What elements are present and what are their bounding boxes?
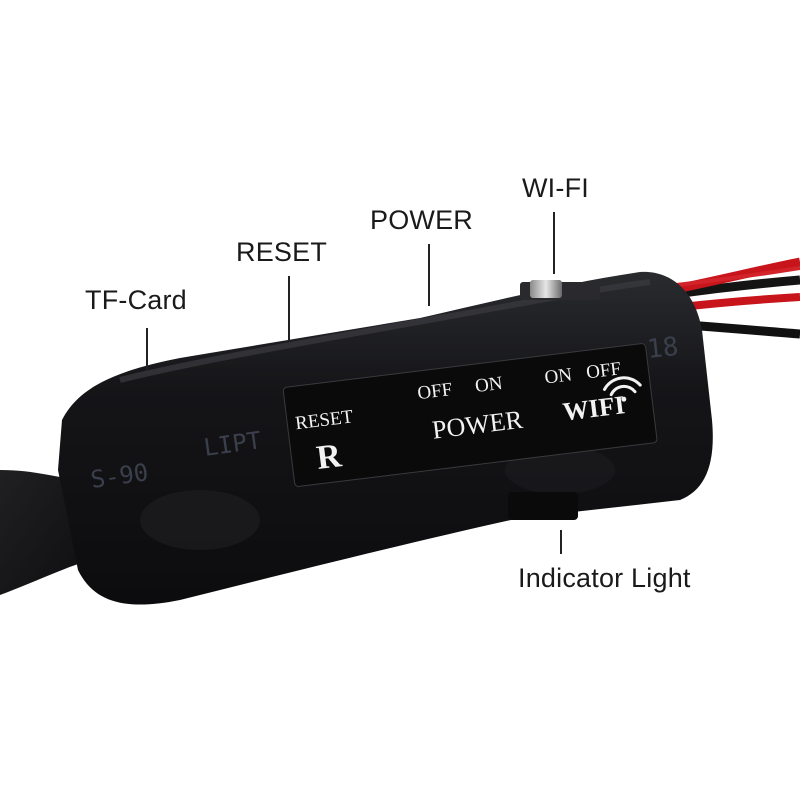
printed-mark-right: 18 xyxy=(646,332,680,365)
wifi-icon xyxy=(602,376,642,402)
callout-power: POWER xyxy=(370,205,474,235)
callout-reset: RESET xyxy=(236,237,328,267)
label-sticker: RESET R OFF ON POWER ON OFF WIFI xyxy=(282,343,658,487)
leader-wifi xyxy=(553,212,555,274)
wifi-switch-metal[interactable] xyxy=(530,280,562,298)
leader-power xyxy=(428,244,430,306)
leader-indicator xyxy=(560,530,562,554)
sticker-wifi-on: ON xyxy=(543,364,573,388)
sticker-power-on: ON xyxy=(474,373,504,397)
body-bump xyxy=(140,490,260,550)
callout-wifi: WI-FI xyxy=(522,173,589,203)
leader-tf-card xyxy=(146,328,148,370)
callout-indicator: Indicator Light xyxy=(518,563,691,593)
sticker-reset-letter: R xyxy=(315,437,344,477)
sticker-power-off: OFF xyxy=(416,379,453,404)
indicator-light xyxy=(508,492,578,520)
callout-tf-card: TF-Card xyxy=(85,285,187,315)
leader-reset xyxy=(288,276,290,340)
